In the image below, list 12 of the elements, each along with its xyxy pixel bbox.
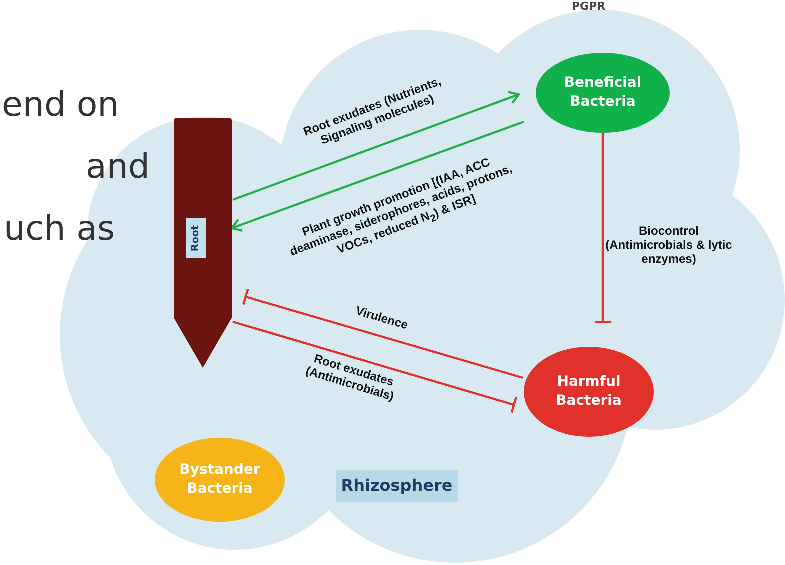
region-label: Rhizosphere — [336, 470, 458, 502]
inhibition-line — [232, 320, 518, 414]
slide-text: uch as — [4, 212, 116, 246]
arrow — [230, 120, 524, 232]
edge-label: Biocontrol (Antimicrobials & lytic enzymes) — [604, 224, 734, 267]
inhibition-line — [242, 288, 524, 380]
slide-text: end on — [2, 88, 120, 122]
slide-text: and — [86, 150, 150, 184]
heading-fragment: PGPR — [572, 1, 606, 12]
root-label: Root — [186, 218, 206, 258]
arrow — [232, 91, 520, 202]
inhibition-line — [594, 133, 612, 324]
